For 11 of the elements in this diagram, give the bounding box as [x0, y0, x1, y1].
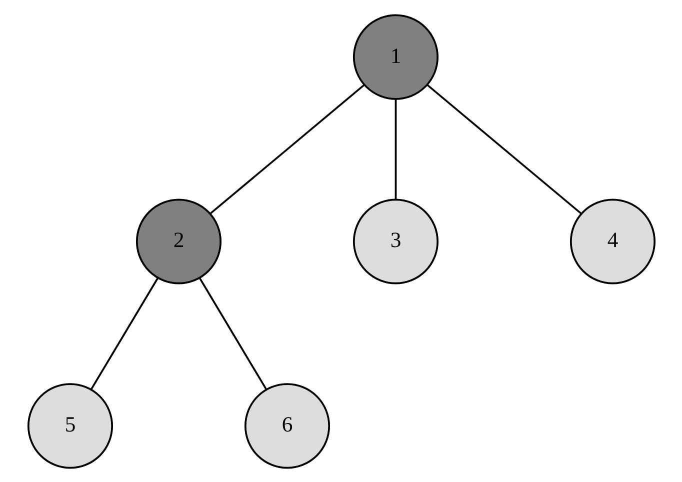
- node-circle: 4: [569, 198, 656, 284]
- node-circle: 2: [135, 198, 222, 284]
- connector: [198, 277, 267, 390]
- node-circle: 3: [352, 198, 438, 284]
- connector: [426, 84, 582, 214]
- node-circle: 5: [26, 382, 113, 468]
- connector: [394, 98, 396, 199]
- node-circle: 6: [244, 382, 330, 468]
- connector: [90, 277, 158, 390]
- connector: [209, 84, 364, 214]
- node-circle: 1: [352, 14, 438, 100]
